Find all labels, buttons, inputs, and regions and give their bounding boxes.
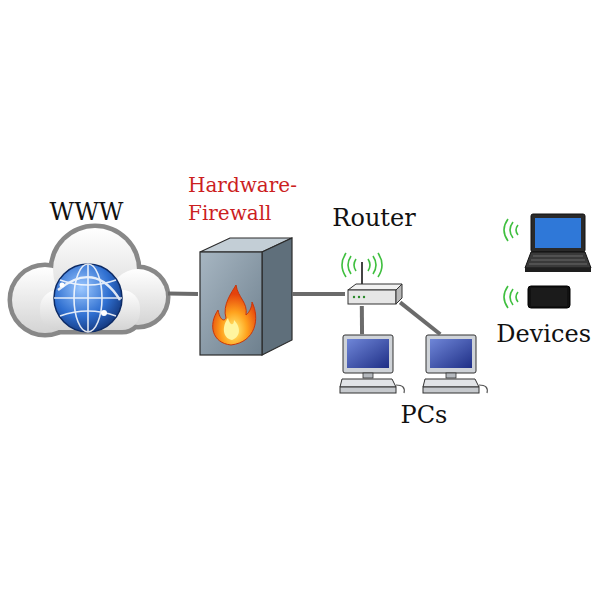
pc-group-node: PCs: [338, 333, 482, 395]
devices-node: Devices: [495, 210, 595, 310]
node-label: Hardware- Firewall: [188, 171, 313, 227]
network-cable: [168, 292, 198, 296]
cloud-fill: [12, 228, 166, 333]
globe-icon: [54, 264, 122, 332]
node-label: PCs: [401, 401, 448, 429]
pc-icon: [423, 335, 487, 393]
pc-icon: [340, 335, 404, 393]
wireless-waves: [342, 253, 382, 277]
network-cable: [400, 302, 440, 334]
wireless-waves: [504, 219, 518, 308]
laptop-icon: [525, 214, 591, 272]
flame-icon: [213, 285, 256, 345]
network-cable: [292, 292, 345, 296]
firewall-box: [200, 238, 292, 355]
firewall-node: Hardware- Firewall: [198, 237, 292, 355]
node-label: WWW: [49, 198, 123, 226]
router-node: Router: [345, 282, 403, 306]
network-cable: [360, 306, 364, 334]
cloud-outline: [12, 228, 166, 333]
node-label: Router: [332, 204, 415, 232]
tablet-icon: [528, 286, 570, 308]
cloud-node: WWW: [5, 230, 168, 336]
node-label: Devices: [496, 320, 591, 348]
